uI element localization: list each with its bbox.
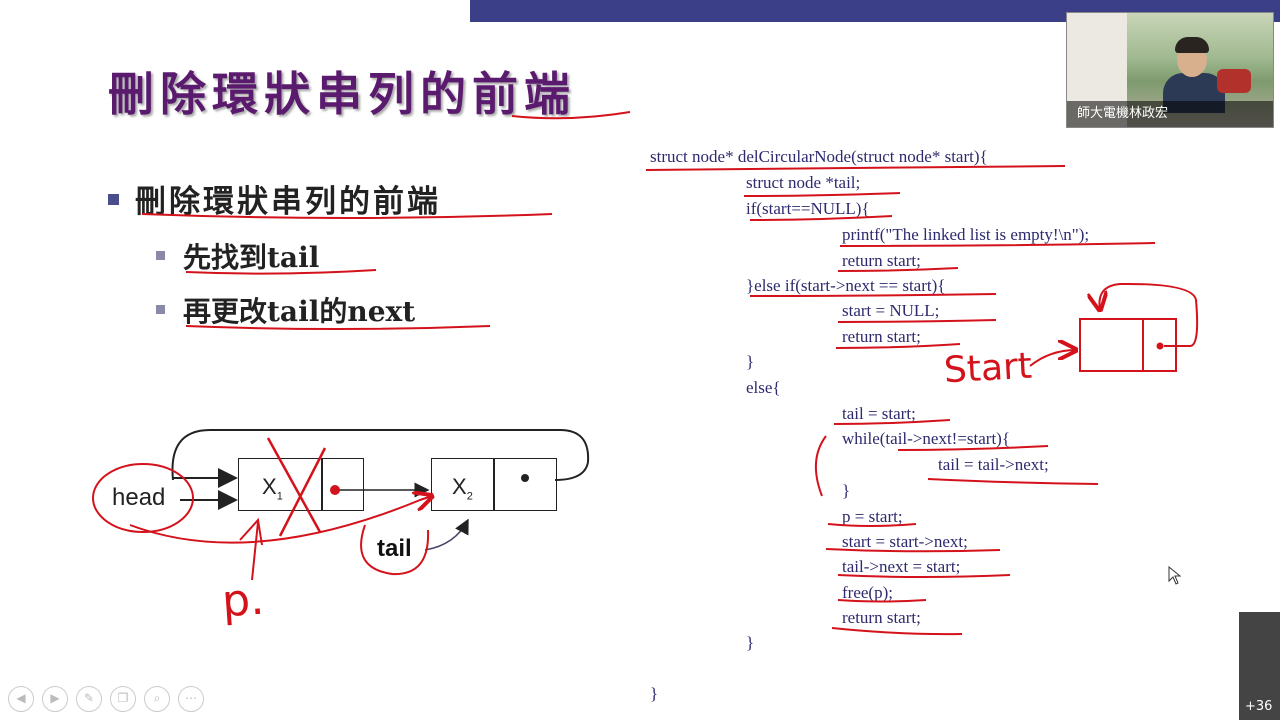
next-icon[interactable]: ▶: [42, 686, 68, 712]
more-icon[interactable]: ⋯: [178, 686, 204, 712]
code-line: return start;: [842, 327, 921, 346]
code-line: tail = tail->next;: [938, 455, 1049, 474]
tail-label: tail: [377, 535, 412, 562]
handwritten-p: p.: [220, 573, 266, 628]
bullet-square-icon: [108, 194, 119, 205]
bullet-3: 再更改tail的next: [156, 290, 415, 330]
code-line: start = NULL;: [842, 301, 940, 320]
bullet-2: 先找到tail: [156, 236, 319, 276]
code-line: struct node *tail;: [746, 173, 861, 192]
copy-icon[interactable]: ❐: [110, 686, 136, 712]
code-line: free(p);: [842, 583, 893, 602]
handwritten-start: Start: [942, 345, 1033, 392]
code-line: }: [842, 481, 851, 500]
zoom-icon[interactable]: ⌕: [144, 686, 170, 712]
participants-badge[interactable]: +36: [1239, 612, 1280, 720]
presentation-toolbar: ◀ ▶ ✎ ❐ ⌕ ⋯: [8, 686, 204, 712]
bullet-square-icon: [156, 251, 165, 260]
pen-icon[interactable]: ✎: [76, 686, 102, 712]
code-line: if(start==NULL){: [746, 199, 870, 218]
code-line: return start;: [842, 608, 921, 627]
participants-count: +36: [1245, 699, 1273, 714]
webcam-person-hair: [1175, 37, 1209, 53]
code-line: }: [746, 633, 755, 652]
node-2-divider: [493, 458, 495, 510]
code-line: }: [650, 684, 659, 703]
bullet-square-icon: [156, 305, 165, 314]
code-line: return start;: [842, 251, 921, 270]
bullet-2-text: 先找到tail: [183, 241, 320, 274]
bullet-3-text: 再更改tail的next: [183, 295, 416, 328]
node-1-label: X1: [262, 474, 283, 503]
code-line: else{: [746, 378, 781, 397]
node-1: [238, 458, 364, 511]
bullet-1-text: 刪除環狀串列的前端: [135, 184, 441, 220]
head-label: head: [112, 484, 166, 511]
code-line: p = start;: [842, 507, 903, 526]
code-line: while(tail->next!=start){: [842, 429, 1010, 448]
code-line: }: [746, 352, 755, 371]
code-line: tail->next = start;: [842, 557, 961, 576]
bullet-1: 刪除環狀串列的前端: [108, 176, 441, 221]
webcam-video[interactable]: 師大電機林政宏: [1066, 12, 1274, 128]
node-2-label: X2: [452, 474, 473, 503]
slide-title: 刪除環狀串列的前端: [108, 67, 576, 121]
prev-icon[interactable]: ◀: [8, 686, 34, 712]
mouse-cursor-icon: [1168, 565, 1182, 591]
webcam-object: [1217, 69, 1251, 93]
code-line: start = start->next;: [842, 532, 968, 551]
code-line: printf("The linked list is empty!\n");: [842, 225, 1090, 244]
code-line: }else if(start->next == start){: [746, 276, 946, 295]
code-line: tail = start;: [842, 404, 916, 423]
webcam-caption: 師大電機林政宏: [1067, 101, 1273, 127]
node-1-divider: [321, 458, 323, 510]
code-line: struct node* delCircularNode(struct node…: [650, 147, 988, 166]
